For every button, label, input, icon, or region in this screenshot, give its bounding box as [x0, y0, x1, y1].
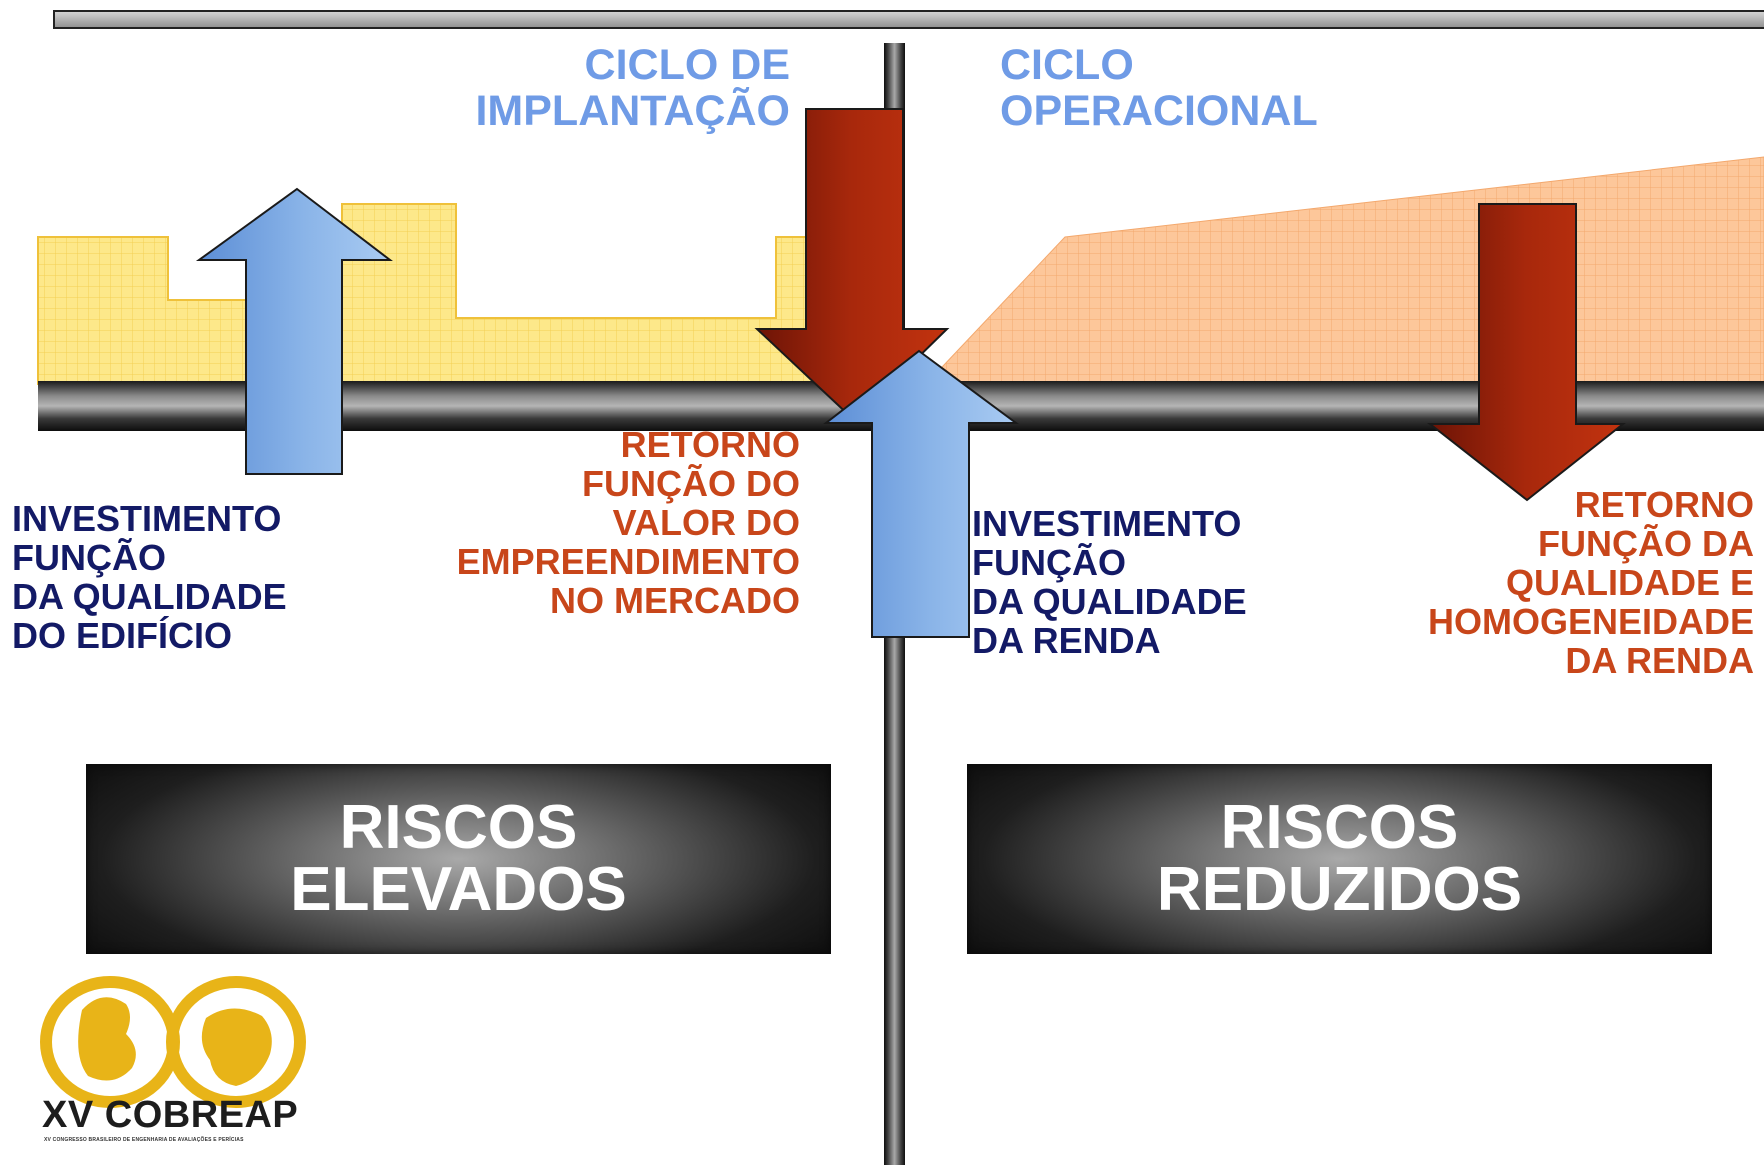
return-income-label: RETORNO FUNÇÃO DA QUALIDADE E HOMOGENEID…	[1427, 484, 1754, 681]
operational-cycle-heading: CICLO OPERACIONAL	[1000, 41, 1318, 136]
investment-income-label: INVESTIMENTO FUNÇÃO DA QUALIDADE DA REND…	[972, 503, 1247, 661]
implantation-area	[37, 203, 815, 385]
implantation-cycle-heading: CICLO DE IMPLANTAÇÃO	[475, 41, 790, 136]
high-risk-box: RISCOS ELEVADOS	[86, 764, 831, 954]
investment-income-arrow	[823, 349, 1020, 638]
logo-subtitle: XV CONGRESSO BRASILEIRO DE ENGENHARIA DE…	[44, 1137, 244, 1143]
return-market-label: RETORNO FUNÇÃO DO VALOR DO EMPREENDIMENT…	[456, 424, 800, 621]
low-risk-box: RISCOS REDUZIDOS	[967, 764, 1712, 954]
cobreap-emblem	[40, 976, 306, 1108]
logo-title: XV COBREAP	[42, 1094, 299, 1136]
return-income-arrow	[1427, 203, 1626, 502]
cobreap-logo: XV COBREAP XV CONGRESSO BRASILEIRO DE EN…	[36, 968, 336, 1153]
header-bar	[53, 10, 1764, 29]
investment-building-arrow	[195, 187, 393, 475]
operational-area	[924, 156, 1764, 385]
investment-building-label: INVESTIMENTO FUNÇÃO DA QUALIDADE DO EDIF…	[12, 498, 287, 656]
